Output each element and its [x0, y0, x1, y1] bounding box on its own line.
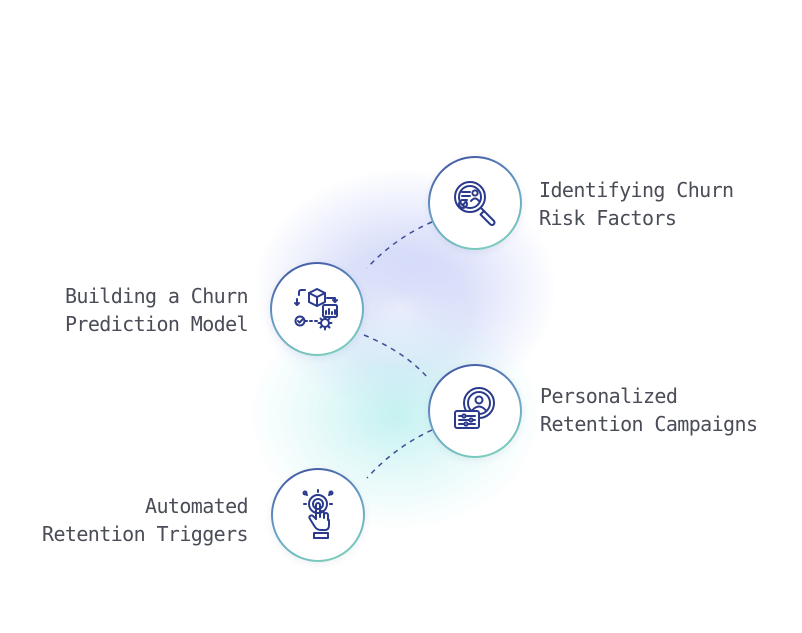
- connector-identifying-building: [366, 221, 433, 269]
- step-label-identifying: Identifying Churn Risk Factors: [539, 176, 734, 232]
- model-workflow-icon: [294, 288, 338, 331]
- step-label-line2: Risk Factors: [539, 206, 677, 230]
- step-label-automated: Automated Retention Triggers: [42, 492, 249, 548]
- step-label-building: Building a Churn Prediction Model: [64, 282, 249, 338]
- step-label-line1: Automated: [145, 494, 249, 518]
- step-label-line1: Building a Churn: [64, 284, 249, 308]
- step-node-identifying[interactable]: [428, 156, 522, 250]
- step-node-automated[interactable]: [271, 468, 365, 562]
- step-label-line2: Prediction Model: [64, 312, 249, 336]
- step-label-line2: Retention Triggers: [42, 522, 249, 546]
- step-node-personalized[interactable]: [428, 364, 522, 458]
- connector-building-personalized: [363, 334, 429, 379]
- connector-personalized-automated: [366, 429, 433, 479]
- step-label-line1: Personalized: [540, 384, 678, 408]
- target-user-icon: [454, 387, 495, 429]
- step-node-building[interactable]: [270, 262, 364, 356]
- step-label-line2: Retention Campaigns: [540, 412, 758, 436]
- step-label-personalized: Personalized Retention Campaigns: [540, 382, 758, 438]
- step-label-line1: Identifying Churn: [539, 178, 734, 202]
- magnifier-user-icon: [454, 181, 496, 226]
- touch-tap-icon: [302, 489, 334, 539]
